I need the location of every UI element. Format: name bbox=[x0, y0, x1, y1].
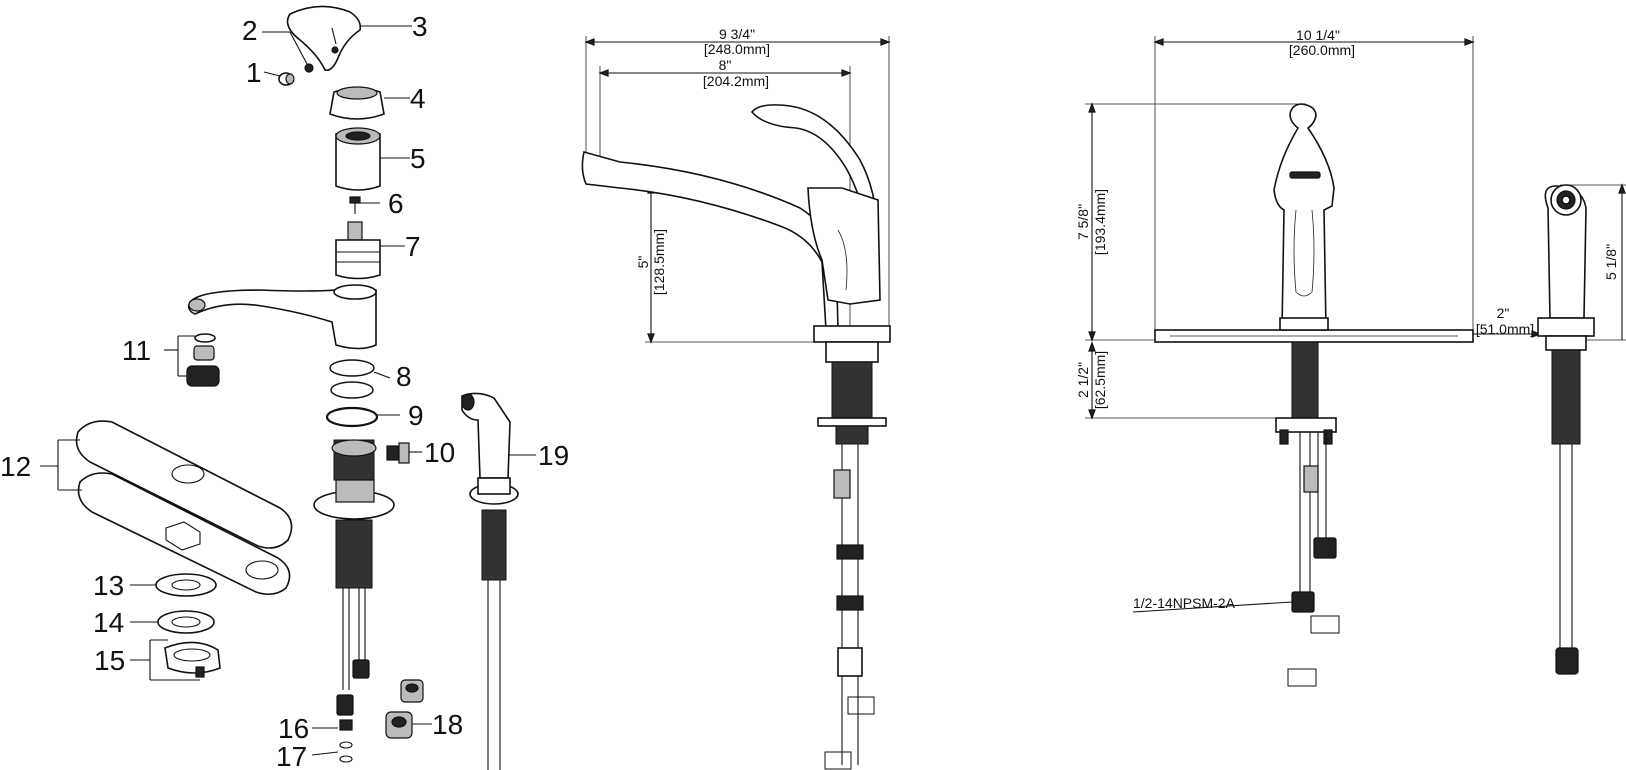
part-number-19: 19 bbox=[538, 440, 569, 471]
front-width-mm: [260.0mm] bbox=[1289, 42, 1355, 58]
sprayer-shank bbox=[1551, 349, 1581, 445]
exploded-view: 1 2 3 4 5 6 7 8 9 10 11 12 13 14 15 16 1… bbox=[0, 5, 569, 770]
part-deck-plate bbox=[75, 420, 293, 596]
side-spout bbox=[581, 151, 839, 331]
part-mounting-nut bbox=[164, 641, 221, 678]
front-height-mm: [193.4mm] bbox=[1092, 189, 1108, 255]
side-shank bbox=[831, 361, 873, 419]
part-side-sprayer bbox=[461, 392, 519, 770]
part-diverter bbox=[386, 442, 410, 464]
part-number-17: 17 bbox=[276, 741, 307, 770]
side-base bbox=[813, 325, 891, 343]
part-number-12: 12 bbox=[0, 451, 31, 482]
part-number-14: 14 bbox=[93, 607, 124, 638]
front-width-in: 10 1/4" bbox=[1296, 27, 1340, 43]
part-number-5: 5 bbox=[410, 143, 426, 174]
sprayer-base-in: 2" bbox=[1497, 305, 1510, 321]
side-view: 9 3/4" [248.0mm] 8" [204.2mm] 5" [128.5m… bbox=[581, 26, 891, 770]
side-width-outer-mm: [248.0mm] bbox=[704, 41, 770, 57]
part-number-16: 16 bbox=[278, 713, 309, 744]
part-screw bbox=[349, 196, 361, 214]
part-small-washers bbox=[339, 741, 353, 749]
part-number-8: 8 bbox=[396, 361, 412, 392]
part-number-1: 1 bbox=[246, 57, 262, 88]
bottom-note-box bbox=[824, 751, 852, 770]
side-height-mm: [128.5mm] bbox=[651, 229, 667, 295]
part-bonnet bbox=[335, 127, 381, 191]
part-spout bbox=[188, 284, 377, 350]
part-handle bbox=[286, 5, 362, 72]
part-number-13: 13 bbox=[93, 570, 124, 601]
side-width-outer-in: 9 3/4" bbox=[719, 26, 755, 42]
part-number-9: 9 bbox=[408, 400, 424, 431]
part-washer bbox=[157, 610, 215, 634]
front-view: 10 1/4" [260.0mm] 7 5/8" [193.4mm] 2 1/2… bbox=[1075, 27, 1475, 687]
part-number-3: 3 bbox=[412, 11, 428, 42]
front-shank-in: 2 1/2" bbox=[1075, 362, 1091, 398]
part-cap bbox=[278, 72, 295, 86]
part-o-ring-upper bbox=[329, 359, 375, 377]
part-number-6: 6 bbox=[388, 188, 404, 219]
part-number-10: 10 bbox=[424, 437, 455, 468]
part-clip bbox=[339, 719, 353, 731]
part-o-ring-seal bbox=[325, 406, 379, 428]
part-valve-body bbox=[313, 439, 395, 716]
sprayer-view: 2" [51.0mm] 5 1/8" bbox=[1472, 183, 1626, 675]
part-number-15: 15 bbox=[94, 645, 125, 676]
sprayer-height-in: 5 1/8" bbox=[1603, 244, 1619, 280]
side-note-box bbox=[847, 696, 875, 715]
part-gasket bbox=[155, 573, 217, 597]
part-number-18: 18 bbox=[432, 709, 463, 740]
leader-lines bbox=[40, 25, 536, 756]
part-o-ring-lower bbox=[330, 381, 374, 399]
part-number-4: 4 bbox=[410, 83, 426, 114]
sprayer-base-mm: [51.0mm] bbox=[1476, 321, 1534, 337]
front-bottom-note-box bbox=[1287, 668, 1317, 687]
part-set-screw bbox=[304, 63, 314, 73]
front-note-box bbox=[1310, 615, 1340, 634]
side-height-in: 5" bbox=[635, 256, 651, 269]
front-shank-mm: [62.5mm] bbox=[1092, 351, 1108, 409]
front-thread-spec: 1/2-14NPSM-2A bbox=[1133, 595, 1236, 611]
side-width-inner-mm: [204.2mm] bbox=[703, 73, 769, 89]
part-coupling-nuts bbox=[385, 679, 424, 739]
part-number-2: 2 bbox=[242, 15, 258, 46]
part-aerator bbox=[186, 333, 220, 387]
front-shank bbox=[1291, 341, 1319, 419]
part-cartridge bbox=[335, 221, 381, 280]
part-number-11: 11 bbox=[122, 335, 151, 366]
part-ring-cap bbox=[329, 86, 385, 120]
part-number-7: 7 bbox=[405, 231, 421, 262]
front-height-in: 7 5/8" bbox=[1075, 204, 1091, 240]
side-width-inner-in: 8" bbox=[719, 57, 732, 73]
